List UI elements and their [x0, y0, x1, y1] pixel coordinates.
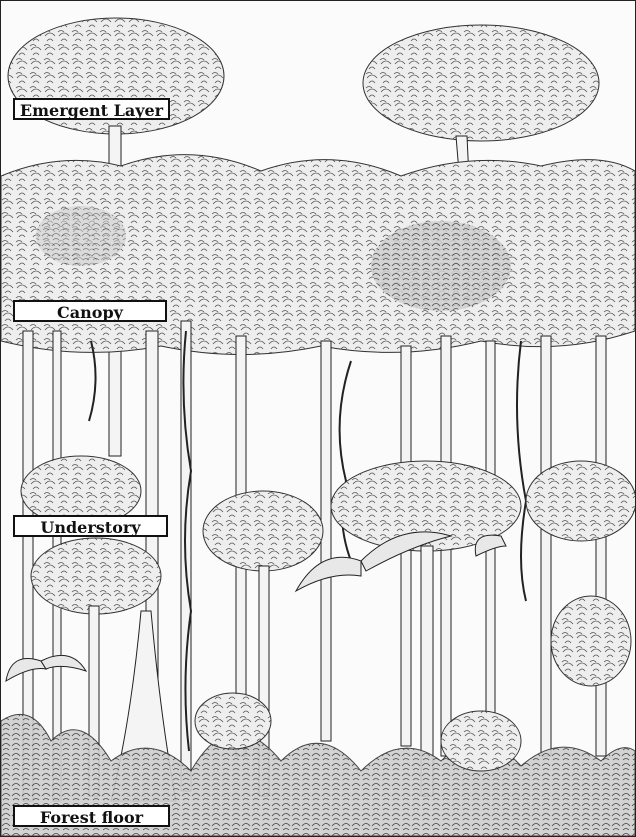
label-canopy: Canopy [13, 300, 167, 322]
label-emergent-layer: Emergent Layer [13, 98, 170, 120]
label-forest-floor: Forest floor [13, 805, 170, 827]
canopy-foliage [1, 155, 635, 355]
label-understory: Understory [13, 515, 168, 537]
